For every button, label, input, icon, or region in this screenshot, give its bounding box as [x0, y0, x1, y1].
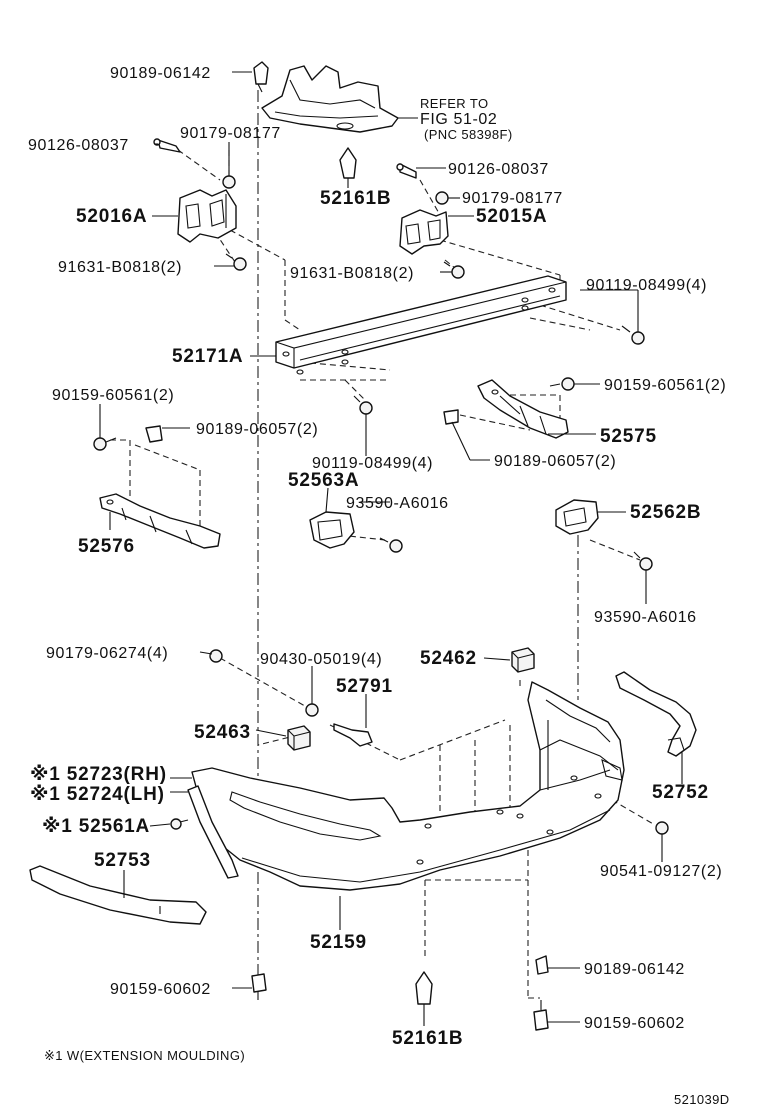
footnote: ※1 W(EXTENSION MOULDING): [44, 1048, 245, 1063]
label-52171A: 52171A: [172, 346, 243, 367]
pad-52463: [287, 725, 311, 751]
label-90189-06142-top: 90189-06142: [110, 65, 211, 82]
extension-moulding-52723-52724: [187, 785, 239, 879]
label-90159-60602-right: 90159-60602: [584, 1015, 685, 1032]
fastener-bolt-90126-08037-right: [396, 163, 417, 179]
label-refer-to-line3: (PNC 58398F): [424, 127, 513, 142]
fastener-bolt-90119-08499-right: [621, 325, 645, 345]
label-91631-B0818-right: 91631-B0818(2): [290, 265, 414, 282]
retainer-52576: [99, 493, 221, 549]
label-90159-60561-right: 90159-60561(2): [604, 377, 726, 394]
label-52462: 52462: [420, 648, 477, 669]
label-90126-08037-right: 90126-08037: [448, 161, 549, 178]
label-52753: 52753: [94, 850, 151, 871]
fastener-bolt-91631-B0818-right: [443, 261, 465, 279]
fastener-bolt-90159-60561-left: [93, 437, 117, 451]
label-90126-08037-left: 90126-08037: [28, 137, 129, 154]
part-labels: 90189-06142 REFER TO FIG 51-02 (PNC 5839…: [28, 65, 726, 1049]
label-93590-A6016-left: 93590-A6016: [346, 495, 449, 512]
bracket-52563A: [309, 511, 355, 549]
fastener-bolt-90126-08037-left: [153, 138, 181, 153]
label-52159: 52159: [310, 932, 367, 953]
fastener-nut-90430-05019: [305, 703, 319, 717]
label-90189-06057-right: 90189-06057(2): [494, 453, 616, 470]
label-52576: 52576: [78, 536, 135, 557]
bracket-52015A: [399, 209, 449, 255]
fastener-nut-90179-08177-left: [222, 175, 236, 189]
fastener-bolt-91631-B0818-left: [225, 253, 247, 271]
fastener-clip-52161B-bottom: [415, 971, 433, 1012]
label-90119-08499-right: 90119-08499(4): [586, 277, 707, 294]
label-90119-08499-mid: 90119-08499(4): [312, 455, 433, 472]
undercover-refer-part: [261, 65, 399, 133]
label-52161B-bottom: 52161B: [392, 1028, 463, 1049]
label-90189-06142-bottom: 90189-06142: [584, 961, 685, 978]
label-refer-to-line2: FIG 51-02: [420, 111, 497, 128]
label-90179-08177-right: 90179-08177: [462, 190, 563, 207]
fastener-clip-90189-06057-left: [145, 425, 163, 443]
fastener-clip-90189-06142-bottom: [535, 955, 549, 975]
fastener-screw-52561A: [170, 818, 189, 830]
label-90179-06274: 90179-06274(4): [46, 645, 168, 662]
label-52563A: 52563A: [288, 470, 359, 491]
fastener-clip-90189-06142-top: [253, 61, 269, 93]
moulding-52753: [29, 865, 207, 925]
fastener-nut-90541-09127: [655, 821, 669, 835]
figure-code: 521039D: [674, 1092, 730, 1107]
label-52723-rh: ※1 52723(RH): [30, 764, 167, 785]
label-52016A: 52016A: [76, 206, 147, 227]
label-91631-B0818-left: 91631-B0818(2): [58, 259, 182, 276]
fastener-bolt-90159-60602-right: [533, 1000, 549, 1031]
fastener-bolt-93590-A6016-left: [379, 537, 403, 553]
fastener-bolt-90159-60561-right: [549, 377, 575, 391]
label-52575: 52575: [600, 426, 657, 447]
pad-52462: [511, 647, 535, 673]
bracket-52562B: [555, 499, 599, 535]
label-52724-lh: ※1 52724(LH): [30, 784, 165, 805]
label-90159-60561-left: 90159-60561(2): [52, 387, 174, 404]
fastener-nut-90179-08177-right: [435, 191, 449, 205]
label-52791: 52791: [336, 676, 393, 697]
reinforcement-52171A: [275, 275, 567, 375]
label-52161B-top: 52161B: [320, 188, 391, 209]
moulding-52752: [615, 671, 697, 757]
label-52561A: ※1 52561A: [42, 816, 150, 837]
label-52752: 52752: [652, 782, 709, 803]
fastener-bolt-90159-60602-left: [251, 973, 267, 1000]
fastener-nut-90179-06274: [209, 649, 223, 663]
leader-lines: [99, 71, 683, 1026]
label-90189-06057-left: 90189-06057(2): [196, 421, 318, 438]
label-90430-05019: 90430-05019(4): [260, 651, 382, 668]
label-90541-09127: 90541-09127(2): [600, 863, 722, 880]
reflector-52791: [333, 723, 373, 747]
fastener-clip-90189-06057-right: [443, 409, 459, 425]
label-52562B: 52562B: [630, 502, 701, 523]
label-90179-08177-left: 90179-08177: [180, 125, 281, 142]
bracket-52016A: [177, 189, 237, 243]
retainer-52575: [477, 379, 569, 439]
label-52015A: 52015A: [476, 206, 547, 227]
bumper-cover-52159: [191, 681, 625, 891]
fastener-clip-52161B-top: [339, 147, 357, 186]
fastener-bolt-93590-A6016-right: [633, 551, 653, 571]
label-90159-60602-left: 90159-60602: [110, 981, 211, 998]
label-refer-to-line1: REFER TO: [420, 96, 488, 111]
label-93590-A6016-right: 93590-A6016: [594, 609, 697, 626]
label-52463: 52463: [194, 722, 251, 743]
